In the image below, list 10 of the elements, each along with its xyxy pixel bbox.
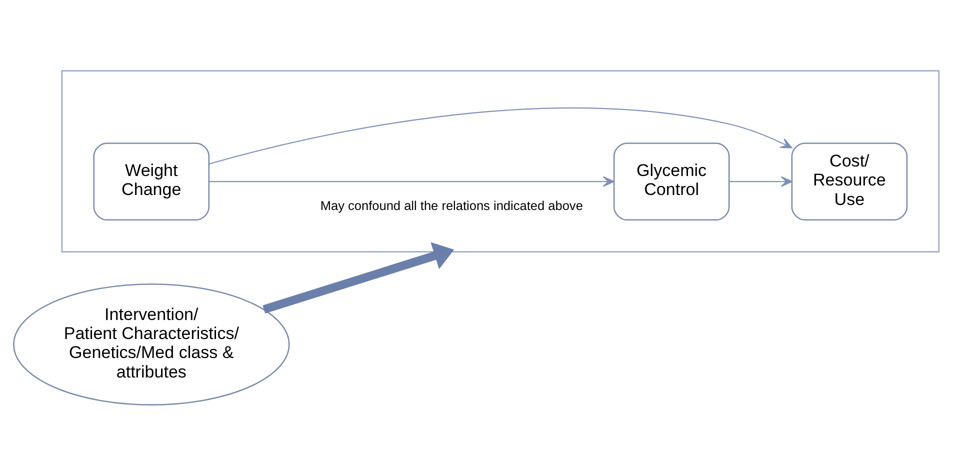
arrow: [208, 107, 792, 164]
node-ellipse: Intervention/ Patient Characteristics/ Genetics/Med class & attributes: [12, 283, 290, 405]
arrow: [208, 176, 614, 186]
arrow: [262, 242, 454, 313]
node-box: Glycemic Control: [612, 142, 730, 220]
node-box: Cost/ Resource Use: [790, 142, 908, 220]
edge-label: May confound all the relations indicated above: [320, 197, 582, 212]
cluster: [60, 70, 939, 252]
arrow: [728, 176, 792, 186]
node-box: Weight Change: [92, 142, 210, 220]
